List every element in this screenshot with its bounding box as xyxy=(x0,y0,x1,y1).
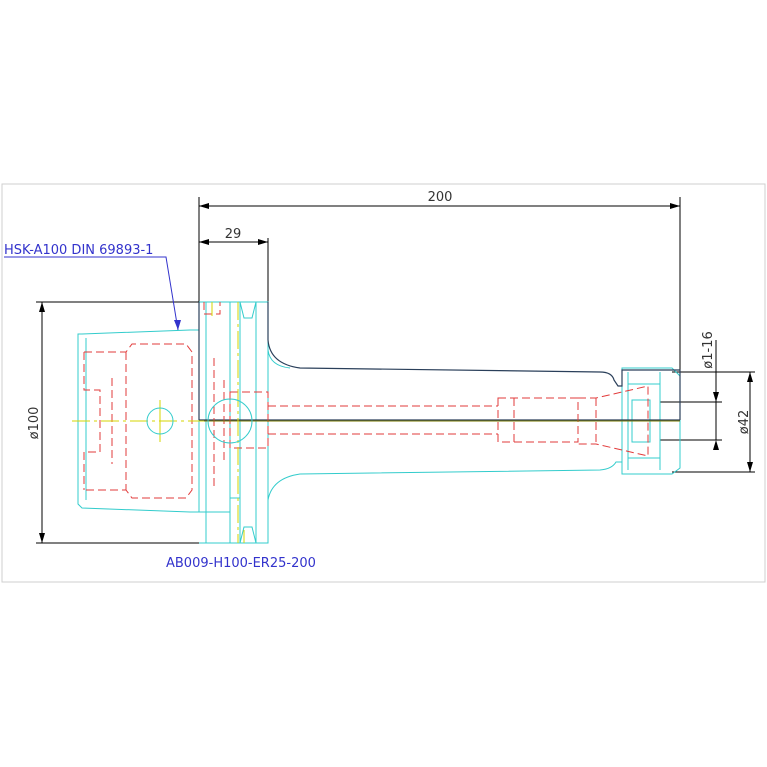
label-part-number: AB009-H100-ER25-200 xyxy=(166,556,316,571)
dim-clamping-range: ø1-16 xyxy=(701,331,716,368)
dim-diameter-flange: ø100 xyxy=(27,407,42,440)
holder-outline xyxy=(198,302,681,421)
label-shank-standard: HSK-A100 DIN 69893-1 xyxy=(4,243,153,258)
dim-flange-length: 29 xyxy=(225,227,242,242)
dim-diameter-nut: ø42 xyxy=(737,410,752,435)
drawing-frame xyxy=(1,183,766,583)
label-leader-line xyxy=(4,256,179,331)
holder-body xyxy=(77,301,681,544)
dimension-lines xyxy=(36,197,755,544)
coolant-bore-arc xyxy=(207,398,253,444)
centerlines xyxy=(72,302,680,543)
hidden-features xyxy=(83,302,649,499)
orientation-hole xyxy=(146,407,174,435)
dim-length-overall: 200 xyxy=(428,190,453,205)
